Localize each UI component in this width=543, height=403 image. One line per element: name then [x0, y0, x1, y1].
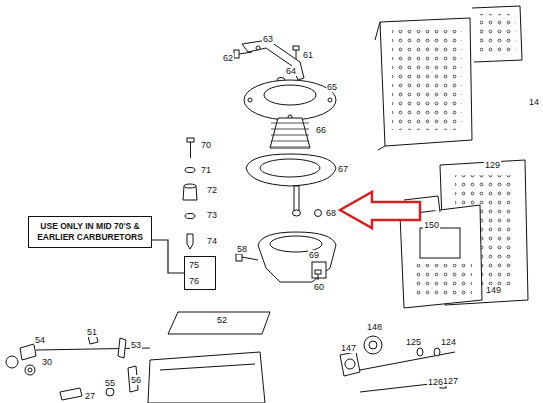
callout-number: 147: [340, 343, 357, 353]
note-box: USE ONLY IN MID 70'S & EARLIER CARBURETO…: [28, 216, 152, 248]
callout-number: 56: [130, 375, 142, 385]
callout-number: 52: [216, 315, 228, 325]
callout-number: 63: [262, 34, 274, 44]
callout-number: 72: [206, 185, 218, 195]
callout-number: 129: [484, 160, 501, 170]
callout-number: 70: [200, 140, 212, 150]
callout-number: 65: [326, 82, 338, 92]
callout-number: 53: [130, 340, 142, 350]
callout-number: 127: [442, 376, 459, 386]
callout-number: 54: [34, 335, 46, 345]
callout-number: 58: [236, 244, 248, 254]
callout-number: 51: [86, 327, 98, 337]
leader-line: [152, 240, 184, 273]
callout-number: 74: [206, 236, 218, 246]
callout-number: 150: [423, 220, 440, 230]
note-text: USE ONLY IN MID 70'S & EARLIER CARBURETO…: [34, 221, 146, 243]
callout-number: 67: [337, 164, 349, 174]
callout-number: 64: [285, 66, 297, 76]
callout-number: 55: [104, 378, 116, 388]
callout-number: 61: [302, 50, 314, 60]
callout-number: 126: [427, 377, 444, 387]
callout-number: 62: [222, 53, 234, 63]
callout-box: 7576: [184, 256, 216, 290]
callout-number: 14: [528, 97, 540, 107]
callout-number: 149: [485, 285, 502, 295]
callout-number: 69: [308, 250, 320, 260]
callout-number: 71: [200, 165, 212, 175]
callout-number: 124: [440, 337, 457, 347]
callout-number: 60: [313, 282, 325, 292]
callout-number: 75: [185, 257, 215, 273]
callout-number: 66: [315, 125, 327, 135]
callout-number: 30: [41, 357, 53, 367]
callout-number: 76: [185, 273, 215, 289]
callout-number: 73: [206, 210, 218, 220]
callout-number: 27: [84, 391, 96, 401]
callout-number: 148: [366, 322, 383, 332]
callout-number: 125: [405, 337, 422, 347]
callout-number: 68: [325, 208, 337, 218]
